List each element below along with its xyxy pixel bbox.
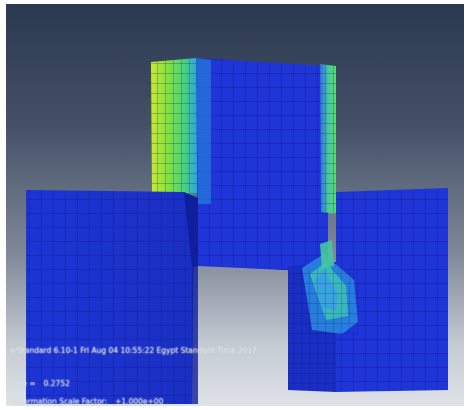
viewport-info-text: e/Standard 6.10-1 Fri Aug 04 10:55:22 Eg… — [10, 346, 257, 355]
step-time-value: 0.2752 — [43, 379, 70, 388]
right-lower-block — [288, 188, 448, 392]
scale-factor-label: Deformation Scale Factor: — [10, 397, 108, 406]
left-lower-block — [26, 190, 198, 404]
step-time-readout: time = 0.2752 — [10, 379, 70, 388]
deformation-scale-readout: Deformation Scale Factor: +1.000e+00 — [10, 397, 163, 406]
scale-factor-value: +1.000e+00 — [115, 397, 164, 406]
step-time-label: time = — [10, 379, 36, 388]
center-upper-block — [151, 58, 336, 272]
fe-model-render[interactable] — [6, 4, 464, 406]
viewport-canvas[interactable]: e/Standard 6.10-1 Fri Aug 04 10:55:22 Eg… — [6, 4, 464, 406]
